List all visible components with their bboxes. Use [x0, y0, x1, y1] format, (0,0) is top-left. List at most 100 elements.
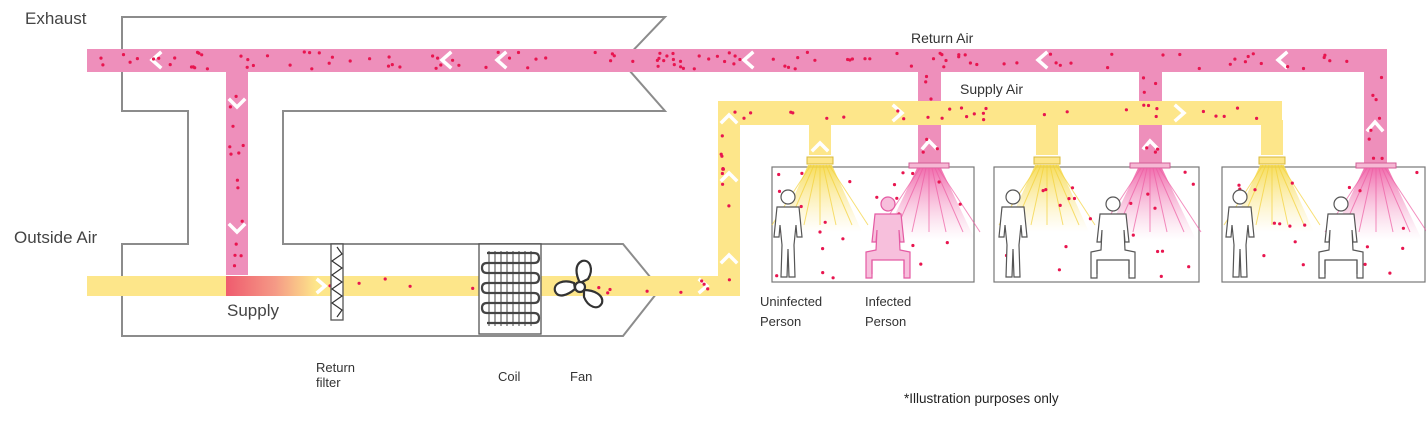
particle	[1278, 222, 1282, 226]
particle	[1156, 147, 1160, 151]
particle	[733, 54, 737, 58]
particle	[1237, 183, 1241, 187]
particle	[1303, 223, 1307, 227]
particle	[1065, 110, 1069, 114]
particle	[771, 57, 775, 61]
particle	[948, 107, 952, 111]
particle	[657, 56, 661, 61]
particle	[1159, 274, 1163, 278]
particle	[940, 53, 944, 57]
particle	[1129, 201, 1133, 205]
particle	[368, 57, 372, 61]
particle	[1286, 65, 1290, 69]
particle	[1146, 103, 1151, 108]
particle	[135, 57, 139, 61]
particle	[1142, 90, 1146, 94]
particle	[821, 247, 825, 251]
particle	[738, 57, 742, 62]
uninfected-person-label: Uninfected Person	[760, 292, 822, 332]
particle	[863, 57, 867, 61]
particle	[1154, 114, 1158, 119]
uninfected-label-line1: Uninfected	[760, 294, 823, 309]
particle	[957, 55, 961, 59]
particle	[1301, 263, 1305, 267]
particle	[1379, 75, 1384, 80]
particle	[1178, 52, 1182, 57]
particle	[919, 262, 923, 266]
particle	[1290, 181, 1294, 185]
particle	[246, 58, 250, 62]
particle	[821, 271, 825, 275]
particle	[1191, 182, 1195, 186]
particle	[911, 171, 915, 176]
particle	[197, 51, 201, 55]
particle	[982, 118, 986, 122]
particle	[1146, 192, 1150, 196]
particle	[1214, 114, 1218, 118]
particle	[848, 58, 852, 62]
particle	[1235, 106, 1240, 110]
particle	[702, 282, 706, 286]
particle	[902, 117, 906, 121]
particle	[534, 57, 538, 61]
particle	[959, 106, 964, 110]
particle	[1015, 61, 1019, 65]
particle	[99, 56, 103, 60]
particle	[658, 51, 662, 55]
particle	[288, 63, 292, 67]
particle	[783, 64, 787, 68]
supply-label: Supply	[227, 301, 279, 320]
particle	[937, 180, 941, 184]
particle	[896, 109, 900, 113]
particle	[507, 56, 512, 60]
particle	[1054, 61, 1058, 65]
particle	[398, 65, 402, 69]
particle	[1201, 109, 1205, 114]
particle	[1262, 254, 1266, 258]
particle	[841, 237, 845, 241]
particle	[1067, 197, 1071, 201]
particle	[387, 55, 391, 59]
particle	[205, 67, 209, 71]
particle	[1106, 66, 1110, 70]
particle	[471, 286, 475, 290]
particle	[681, 66, 686, 70]
particle	[236, 186, 240, 190]
particle	[823, 220, 827, 224]
particle	[700, 279, 704, 283]
particle	[1041, 189, 1045, 193]
particle	[317, 51, 321, 55]
particle	[671, 57, 676, 62]
particle	[1153, 150, 1157, 154]
particle	[234, 94, 238, 98]
particle	[265, 54, 270, 58]
particle	[235, 178, 239, 182]
return-filter-label-line1: Return	[316, 360, 356, 375]
particle	[128, 60, 132, 64]
particle	[1057, 268, 1061, 272]
particle	[526, 66, 530, 70]
particle	[496, 50, 500, 55]
particle	[968, 61, 973, 65]
particle	[451, 58, 455, 62]
particle	[1388, 271, 1392, 275]
particle	[330, 55, 334, 59]
particle	[383, 277, 387, 281]
particle	[606, 291, 610, 295]
particle	[1110, 52, 1114, 56]
particle	[1187, 265, 1191, 269]
particle	[706, 287, 710, 291]
particle	[1131, 233, 1135, 237]
particle	[1374, 98, 1378, 102]
particle	[231, 124, 235, 128]
particle	[310, 67, 314, 71]
exhaust-label: Exhaust	[25, 9, 87, 28]
particle	[1371, 93, 1375, 97]
particle	[831, 276, 835, 280]
particle	[1401, 226, 1405, 230]
particle	[1377, 116, 1382, 120]
particle	[805, 50, 810, 55]
particle	[348, 59, 352, 63]
particle	[924, 80, 928, 84]
particle	[121, 53, 126, 57]
